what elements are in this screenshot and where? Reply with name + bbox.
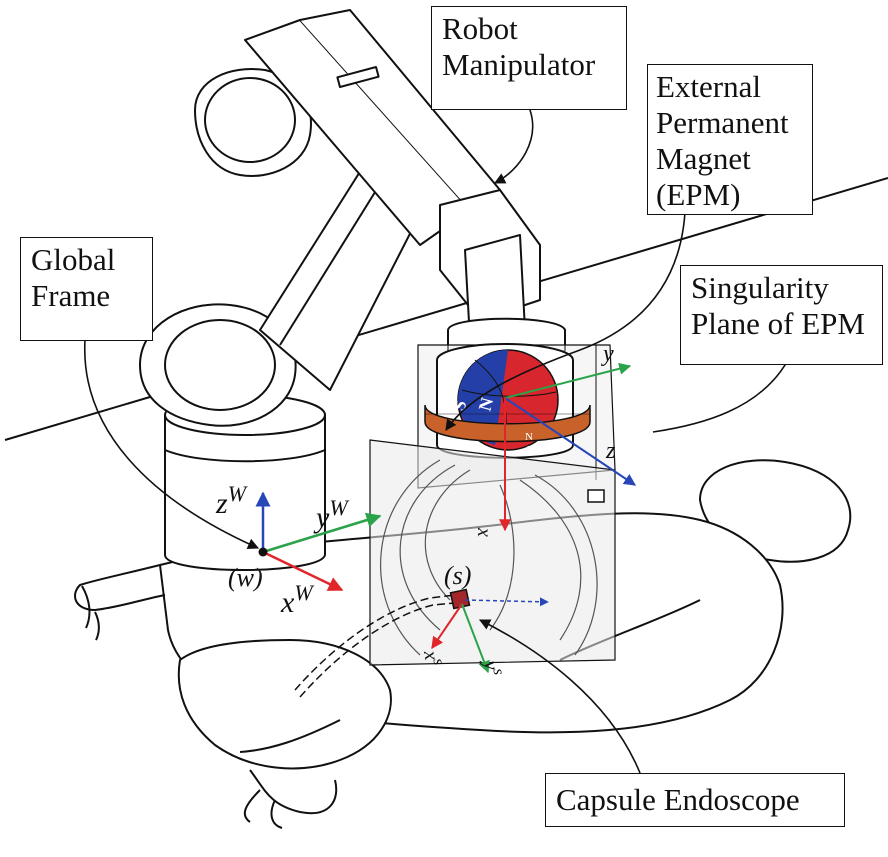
- singularity-label-line2: Plane of EPM: [691, 306, 872, 342]
- coil-north-label: N: [525, 431, 533, 443]
- capsule-label-text: Capsule Endoscope: [556, 782, 834, 818]
- epm-x-label: x: [473, 527, 495, 537]
- coil-south-label: S: [526, 444, 532, 456]
- global-frame-label: Global Frame: [20, 237, 153, 341]
- epm-y-label: y: [601, 341, 614, 367]
- capsule-endoscope-label: Capsule Endoscope: [545, 773, 845, 827]
- singularity-plane-label: Singularity Plane of EPM: [680, 265, 883, 365]
- robot-label-line1: Robot: [442, 11, 616, 47]
- global-label-line2: Frame: [31, 278, 142, 314]
- field-line-plane: [370, 440, 615, 665]
- world-origin-label: (w): [228, 563, 263, 592]
- epm-label-line4: (EPM): [656, 177, 802, 213]
- epm-label-line3: Magnet: [656, 141, 802, 177]
- capsule-origin-label: (s): [444, 561, 471, 590]
- epm-label-line1: External: [656, 69, 802, 105]
- robot-label-line2: Manipulator: [442, 47, 616, 83]
- global-label-line1: Global: [31, 242, 142, 278]
- singularity-label-line1: Singularity: [691, 270, 872, 306]
- robot-manipulator-label: Robot Manipulator: [431, 6, 627, 110]
- epm-label-line2: Permanent: [656, 105, 802, 141]
- epm-label: External Permanent Magnet (EPM): [647, 64, 813, 215]
- epm-z-label: z: [605, 438, 616, 464]
